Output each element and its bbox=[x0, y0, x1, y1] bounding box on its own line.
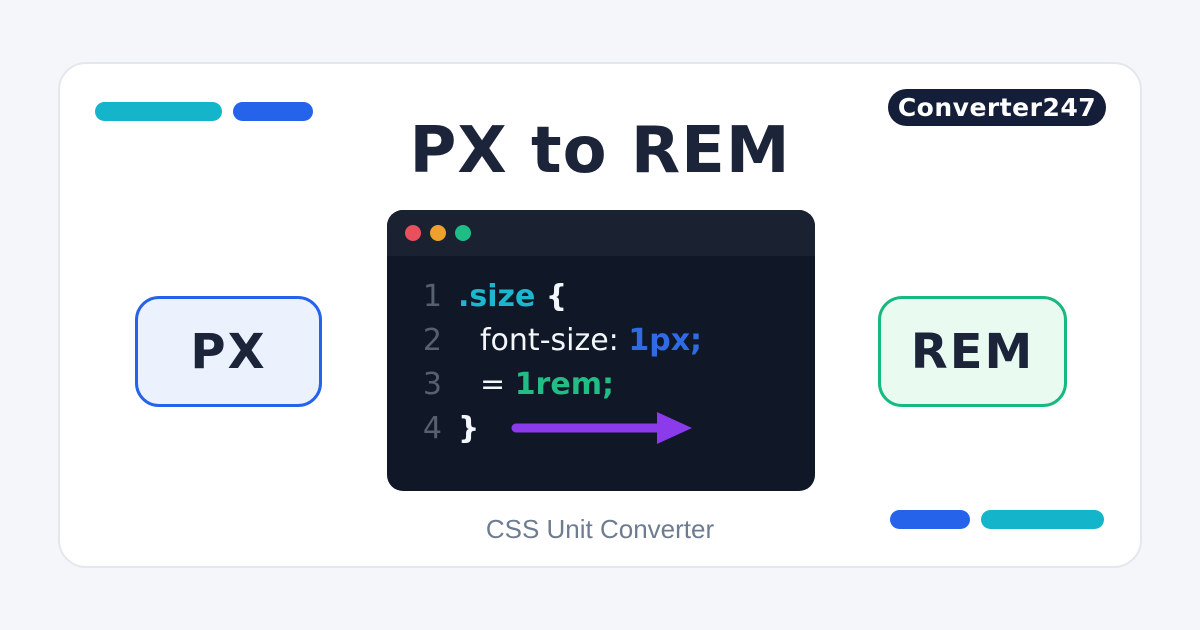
page-title: PX to REM bbox=[409, 114, 791, 188]
code-token: 1px; bbox=[628, 322, 703, 358]
code-text: font-size: 1px; bbox=[458, 323, 702, 358]
code-text: } bbox=[458, 411, 479, 446]
decor-pill bbox=[981, 510, 1104, 529]
decor-pills-bottom-right bbox=[890, 510, 1104, 529]
code-line: 2 font-size: 1px; bbox=[420, 318, 815, 362]
close-icon[interactable] bbox=[405, 225, 421, 241]
decor-pill bbox=[233, 102, 313, 121]
decor-pill bbox=[95, 102, 222, 121]
code-line: 3 = 1rem; bbox=[420, 362, 815, 406]
decor-pill bbox=[890, 510, 970, 529]
rem-unit-label: REM bbox=[910, 323, 1035, 380]
brand-badge-label: Converter247 bbox=[897, 93, 1097, 122]
decor-pills-top-left bbox=[95, 102, 313, 121]
caption: CSS Unit Converter bbox=[485, 514, 715, 544]
code-token: 1rem; bbox=[514, 366, 614, 402]
brand-badge: Converter247 bbox=[888, 89, 1106, 126]
line-number: 3 bbox=[422, 366, 442, 402]
line-number: 4 bbox=[422, 410, 442, 446]
conversion-arrow-icon bbox=[511, 412, 693, 444]
code-token: font-size: bbox=[480, 322, 629, 358]
window-titlebar bbox=[387, 210, 815, 256]
code-text: = 1rem; bbox=[458, 367, 614, 402]
code-token: = bbox=[480, 366, 515, 402]
zoom-icon[interactable] bbox=[455, 225, 471, 241]
minimize-icon[interactable] bbox=[430, 225, 446, 241]
px-unit-box: PX bbox=[135, 296, 322, 407]
code-line: 4} bbox=[420, 406, 815, 450]
code-line: 1 .size { bbox=[420, 274, 815, 318]
code-token: } bbox=[458, 410, 480, 446]
line-number: 1 bbox=[422, 278, 442, 314]
line-number: 2 bbox=[422, 322, 442, 358]
rem-unit-box: REM bbox=[878, 296, 1067, 407]
px-unit-label: PX bbox=[190, 323, 267, 380]
code-token: { bbox=[535, 278, 568, 314]
code-token: .size bbox=[458, 278, 536, 314]
code-text: .size { bbox=[458, 279, 567, 314]
